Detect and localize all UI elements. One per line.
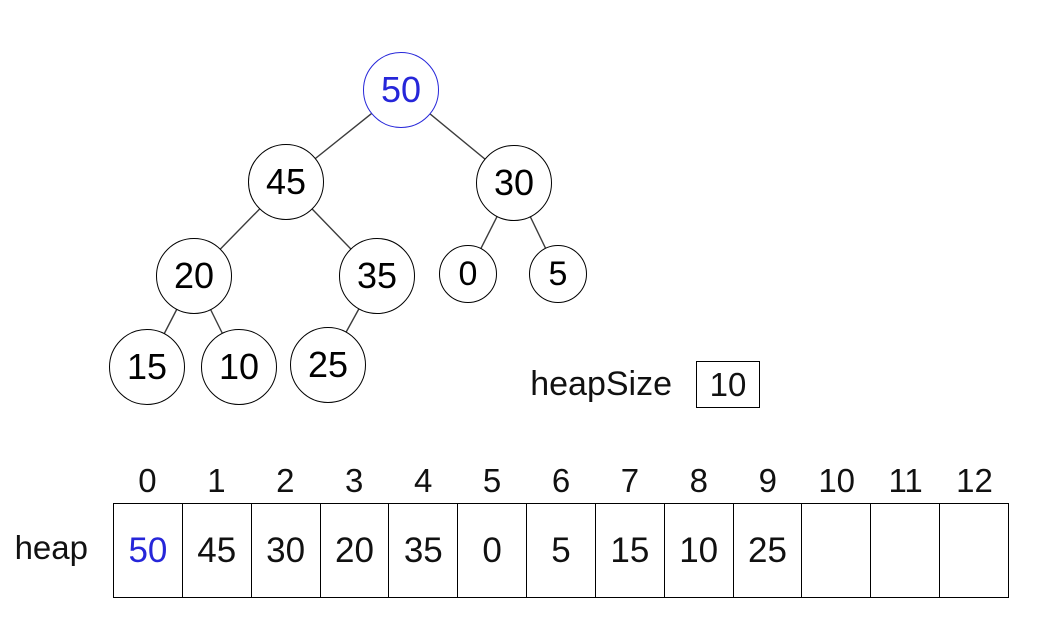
- array-index-0: 0: [138, 462, 157, 499]
- heap-array-cells: 50 45 30 20 35 0 5 15 10 25: [113, 503, 1009, 598]
- array-cell-1: 45: [181, 504, 251, 597]
- array-cell-2: 30: [250, 504, 320, 597]
- array-index-5: 5: [482, 462, 502, 499]
- tree-node-35: 35: [339, 238, 415, 314]
- tree-node-25: 25: [290, 327, 366, 403]
- array-cell-4: 35: [388, 504, 457, 597]
- array-cell-12: [939, 504, 1008, 597]
- array-cell-9: 25: [732, 504, 802, 597]
- array-index-4: 4: [413, 462, 433, 499]
- array-index-3: 3: [345, 462, 364, 499]
- tree-node-root-50: 50: [363, 52, 439, 128]
- tree-node-5: 5: [529, 245, 587, 303]
- array-cell-7: 15: [594, 504, 664, 597]
- tree-node-15: 15: [109, 329, 185, 405]
- tree-node-45: 45: [248, 144, 324, 220]
- array-cell-11: [870, 504, 939, 597]
- array-index-8: 8: [689, 462, 709, 499]
- array-cell-6: 5: [526, 504, 595, 597]
- array-index-1: 1: [207, 462, 226, 499]
- tree-node-20: 20: [156, 238, 232, 314]
- array-index-12: 12: [956, 462, 993, 499]
- tree-node-0: 0: [439, 245, 497, 303]
- heap-array-index-row: 0 1 2 3 4 5 6 7 8 9 10 11 12: [113, 462, 1009, 500]
- heapsize-label: heapSize: [530, 365, 672, 403]
- array-index-7: 7: [620, 462, 640, 499]
- heapsize-value-box: 10: [696, 361, 760, 408]
- array-index-2: 2: [276, 462, 295, 499]
- array-cell-0: 50: [128, 530, 168, 570]
- array-cell-8: 10: [663, 504, 733, 597]
- array-cell-10: [801, 504, 870, 597]
- heap-array-label: heap: [14, 529, 88, 566]
- array-index-11: 11: [888, 462, 923, 499]
- array-index-9: 9: [758, 462, 777, 499]
- tree-node-10: 10: [201, 329, 277, 405]
- array-index-6: 6: [551, 462, 571, 499]
- array-cell-5: 0: [457, 504, 526, 597]
- array-cell-3: 20: [319, 504, 389, 597]
- array-index-10: 10: [818, 462, 856, 499]
- tree-node-30: 30: [476, 145, 552, 221]
